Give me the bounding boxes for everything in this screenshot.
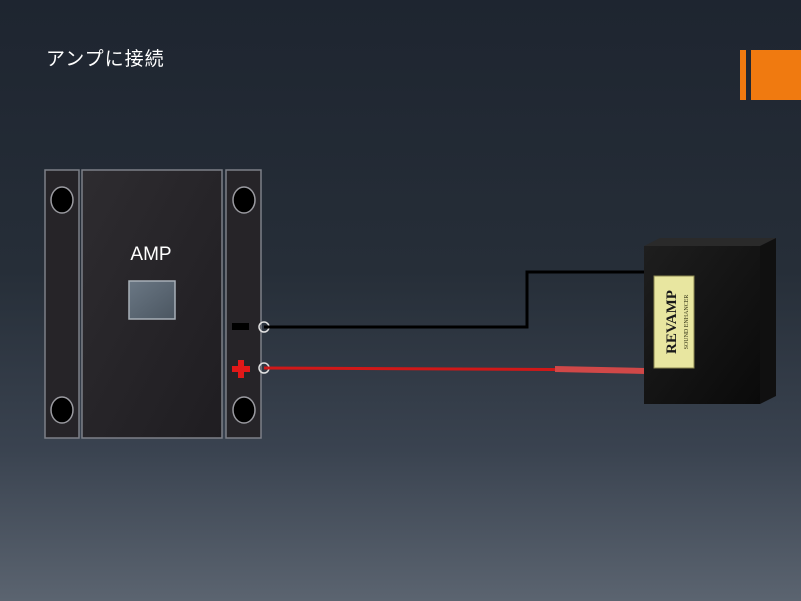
mount-hole-top-right	[232, 186, 256, 214]
accent-bar-thin	[740, 50, 746, 100]
amp-display-window	[128, 280, 176, 320]
amp-label: AMP	[130, 244, 171, 265]
positive-wire-sleeve	[555, 366, 645, 374]
amp-right-flange	[225, 169, 262, 439]
negative-wire	[264, 270, 650, 329]
mount-hole-bottom-right	[232, 396, 256, 424]
slide-title: アンプに接続	[46, 48, 165, 70]
device-brand-label: REVAMP	[664, 290, 680, 354]
device-label-plate	[653, 275, 695, 369]
minus-terminal-icon	[232, 323, 249, 330]
mount-hole-bottom-left	[50, 396, 74, 424]
plus-terminal-icon	[232, 360, 250, 378]
accent-block	[751, 50, 801, 100]
device-subtext-label: SOUND ENHANCER	[684, 295, 690, 350]
amp-unit: AMP	[44, 169, 270, 439]
device-side-face	[760, 238, 776, 404]
revamp-device: REVAMP SOUND ENHANCER	[644, 238, 776, 404]
amp-left-flange	[44, 169, 80, 439]
device-top-face	[644, 238, 776, 246]
mount-hole-top-left	[50, 186, 74, 214]
